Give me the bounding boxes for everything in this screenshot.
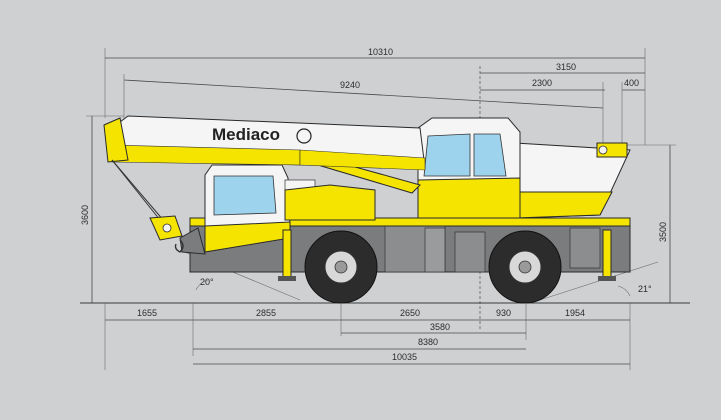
operator-cab-window-right (473, 133, 507, 177)
dim-line-boom-reach (123, 79, 604, 109)
label-front-overhang: 1655 (137, 308, 157, 318)
label-front-to-axle: 2855 (256, 308, 276, 318)
crane: Mediaco (103, 115, 659, 304)
deck-band (189, 217, 631, 227)
label-height-top: 3600 (80, 205, 90, 225)
front-outrigger (282, 229, 292, 279)
label-boom-reach: 9240 (340, 80, 360, 90)
label-height-cab: 3500 (658, 222, 668, 242)
label-span-10035: 10035 (392, 352, 417, 362)
vertical-dimensions: 3600 3500 (80, 115, 676, 303)
label-wheelbase-a: 2650 (400, 308, 420, 318)
operator-cab-window-left (423, 133, 471, 177)
label-overall-length: 10310 (368, 47, 393, 57)
brand-logo: Mediaco (212, 125, 280, 144)
brand-logo-mark (296, 128, 312, 144)
label-axle-to-center: 3580 (430, 322, 450, 332)
label-rear-to-end: 1954 (565, 308, 585, 318)
label-rear-end: 400 (624, 78, 639, 88)
label-rear-overhang: 3150 (556, 62, 576, 72)
bottom-dimensions: 1655 2855 2650 930 1954 3580 8380 10035 (104, 303, 631, 370)
driver-cab-window (213, 175, 277, 216)
label-wheelbase-b: 930 (496, 308, 511, 318)
label-approach-angle: 20° (200, 277, 214, 287)
label-rear-mid: 2300 (532, 78, 552, 88)
label-span-8380: 8380 (418, 337, 438, 347)
hook (174, 239, 184, 253)
top-dimensions: 10310 3150 2300 400 9240 (104, 47, 646, 145)
front-wheel (304, 230, 378, 304)
label-departure-angle: 21° (638, 284, 652, 294)
rear-outrigger (602, 229, 612, 279)
rear-wheel (488, 230, 562, 304)
